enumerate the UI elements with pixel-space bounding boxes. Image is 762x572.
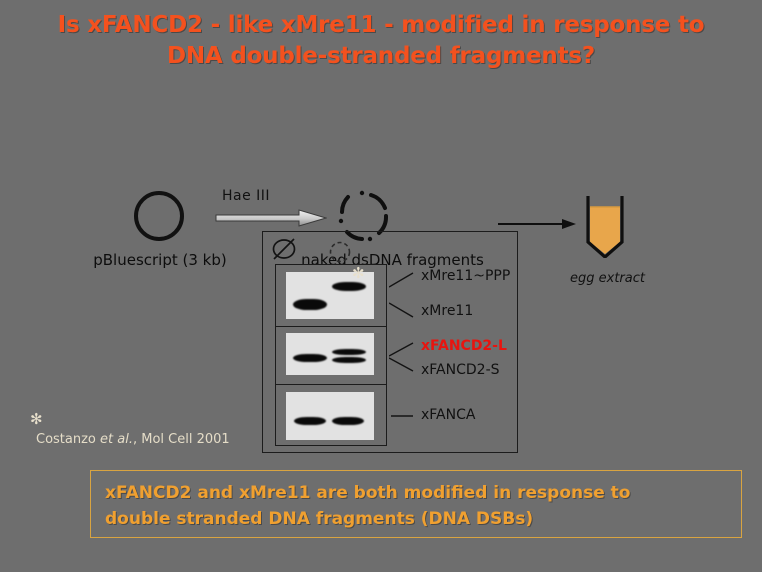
citation-etal: et al. bbox=[100, 432, 133, 447]
reaction-schematic: pBluescript (3 kb) Hae III bbox=[0, 88, 762, 286]
leader-line-icon bbox=[389, 342, 414, 372]
blot-label-xmre11-ppp: xMre11~PPP bbox=[421, 268, 511, 284]
test-tube-icon bbox=[586, 196, 624, 258]
solid-circle-icon bbox=[134, 191, 184, 241]
band bbox=[332, 282, 366, 291]
gel-image-xfancd2 bbox=[286, 333, 374, 375]
band bbox=[332, 357, 366, 363]
title-line-1: Is xFANCD2 - like xMre11 - modified in r… bbox=[57, 12, 705, 38]
arrow-right-icon bbox=[498, 219, 576, 229]
lane-headers bbox=[271, 236, 381, 263]
dashed-circle-icon bbox=[329, 241, 351, 263]
blot-label-xfanca: xFANCA bbox=[421, 407, 476, 423]
band bbox=[293, 354, 327, 362]
blot-panel-xfancd2 bbox=[276, 327, 386, 385]
leader-line-icon bbox=[389, 272, 414, 288]
blot-annotations: xMre11~PPP xMre11 xFANCD2-L xFANCD2-S xF… bbox=[389, 258, 517, 448]
extract-label: egg extract bbox=[570, 271, 645, 286]
blot-asterisk-marker: ✻ bbox=[352, 264, 365, 282]
block-arrow-right-icon bbox=[215, 209, 327, 227]
band bbox=[332, 417, 364, 425]
blot-panels bbox=[275, 264, 387, 446]
citation-author: Costanzo bbox=[36, 432, 101, 447]
crossed-circle-icon bbox=[272, 238, 296, 260]
citation-asterisk: ✻ bbox=[30, 410, 43, 428]
enzyme-label: Hae III bbox=[222, 188, 271, 204]
leader-line-icon bbox=[391, 415, 413, 417]
blot-label-xmre11: xMre11 bbox=[421, 303, 474, 319]
dashed-circle-icon bbox=[338, 190, 388, 242]
blot-label-xfancd2-s: xFANCD2-S bbox=[421, 362, 500, 378]
band bbox=[294, 417, 326, 425]
conclusion-line-2: double stranded DNA fragments (DNA DSBs) bbox=[105, 509, 534, 529]
blot-panel-xmre11 bbox=[276, 265, 386, 327]
band bbox=[293, 299, 327, 310]
conclusion-box: xFANCD2 and xMre11 are both modified in … bbox=[90, 470, 742, 538]
gel-image-xmre11 bbox=[286, 272, 374, 319]
citation-source: , Mol Cell 2001 bbox=[132, 432, 230, 447]
conclusion-line-1: xFANCD2 and xMre11 are both modified in … bbox=[105, 483, 631, 503]
title-line-2: DNA double-stranded fragments? bbox=[166, 43, 596, 69]
blot-panel-xfanca bbox=[276, 385, 386, 445]
plasmid-label: pBluescript (3 kb) bbox=[93, 251, 227, 269]
band bbox=[332, 349, 366, 355]
blot-label-xfancd2-l: xFANCD2-L bbox=[421, 338, 507, 354]
page-title: Is xFANCD2 - like xMre11 - modified in r… bbox=[0, 10, 762, 72]
leader-line-icon bbox=[389, 302, 414, 318]
gel-image-xfanca bbox=[286, 392, 374, 440]
citation: Costanzo et al., Mol Cell 2001 bbox=[36, 432, 230, 447]
western-blot-figure: xMre11~PPP xMre11 xFANCD2-L xFANCD2-S xF… bbox=[262, 231, 518, 453]
